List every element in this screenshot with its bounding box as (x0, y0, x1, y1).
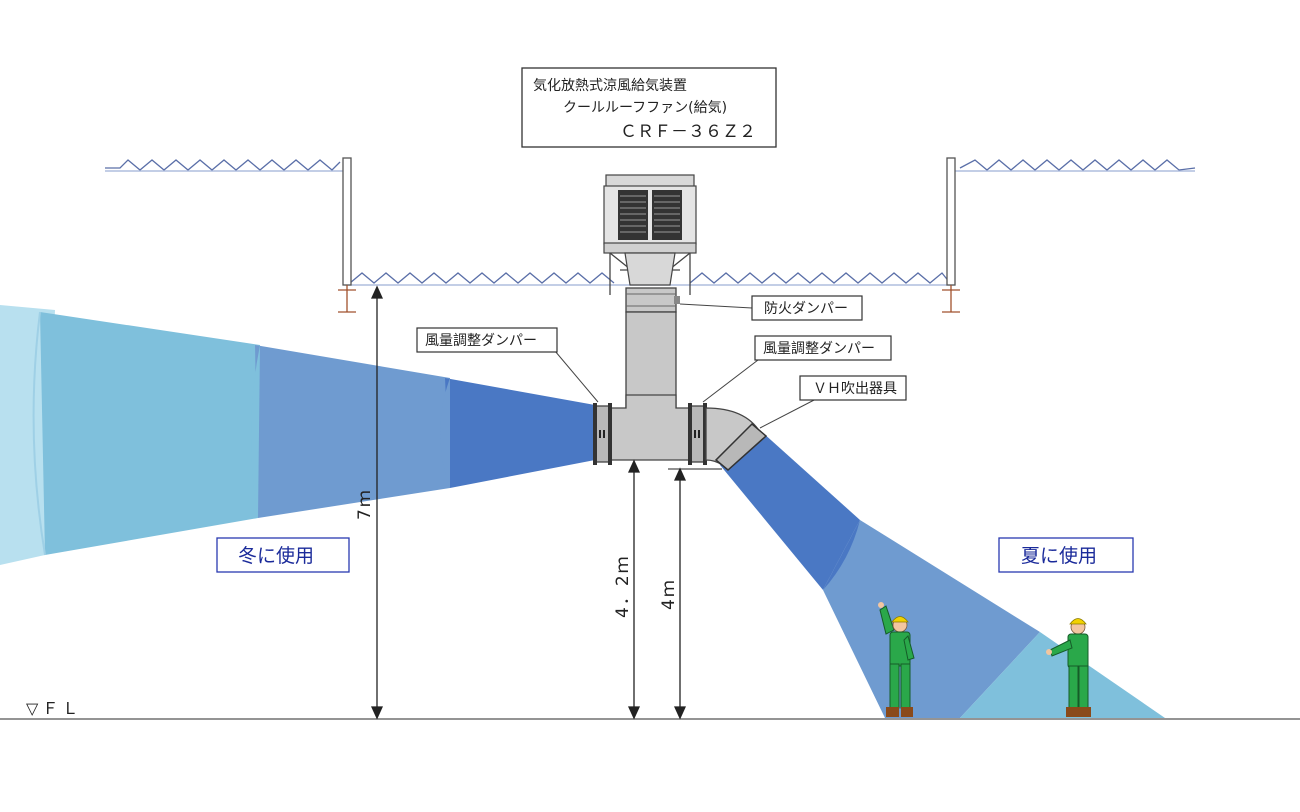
dimension-4-2m: 4．2ｍ (613, 554, 633, 618)
left-parapet (338, 157, 356, 313)
dimension-7m: 7ｍ (355, 488, 375, 520)
tee-fitting (604, 394, 698, 461)
vh-outlet (714, 422, 768, 471)
winter-airflow (0, 305, 595, 565)
season-summer-label: 夏に使用 (1021, 545, 1097, 567)
vertical-duct (625, 311, 677, 409)
worker-right-icon (1046, 618, 1091, 717)
season-winter-label: 冬に使用 (238, 545, 314, 567)
right-parapet (942, 157, 960, 313)
right-volume-damper (689, 405, 705, 463)
callout-vh-outlet: ＶＨ吹出器具 (799, 375, 907, 401)
title-line2: クールルーフファン(給気) (563, 100, 727, 116)
season-winter: 冬に使用 (216, 537, 350, 573)
title-line3: ＣＲＦ－３６Ｚ２ (620, 122, 756, 142)
callout-volume-damper-left: 風量調整ダンパー (416, 327, 558, 353)
title-box: 気化放熱式涼風給気装置 クールルーフファン(給気) ＣＲＦ－３６Ｚ２ (521, 67, 777, 148)
callout-volume-damper-left-label: 風量調整ダンパー (425, 333, 537, 349)
left-volume-damper (594, 405, 610, 463)
roof-left (105, 159, 345, 172)
callout-fire-damper: 防火ダンパー (751, 295, 863, 321)
fan-top-cap (605, 174, 695, 188)
dimension-lines (370, 285, 722, 720)
fire-damper (625, 287, 677, 313)
winter-airflow-light (40, 312, 260, 555)
summer-airflow-light (960, 632, 1165, 718)
roof-right (955, 159, 1196, 172)
cool-roof-fan-unit (603, 174, 697, 295)
summer-airflow-dark (720, 432, 860, 590)
floor-label: ▽ＦＬ (26, 699, 82, 718)
duct-system (593, 287, 768, 471)
callout-vh-outlet-label: ＶＨ吹出器具 (813, 381, 897, 397)
worker-left-icon (878, 602, 915, 717)
summer-airflow (720, 432, 1165, 718)
fan-housing (603, 185, 697, 245)
callout-volume-damper-right: 風量調整ダンパー (754, 335, 892, 361)
season-summer: 夏に使用 (998, 537, 1134, 573)
callout-volume-damper-right-label: 風量調整ダンパー (763, 341, 875, 357)
title-line1: 気化放熱式涼風給気装置 (533, 78, 687, 94)
summer-airflow-mid (823, 520, 1040, 718)
callout-fire-damper-label: 防火ダンパー (764, 301, 848, 317)
dimension-4m: 4ｍ (659, 578, 679, 610)
callout-leaders (554, 303, 819, 429)
winter-airflow-dark (445, 378, 595, 488)
winter-airflow-mid (255, 345, 450, 518)
